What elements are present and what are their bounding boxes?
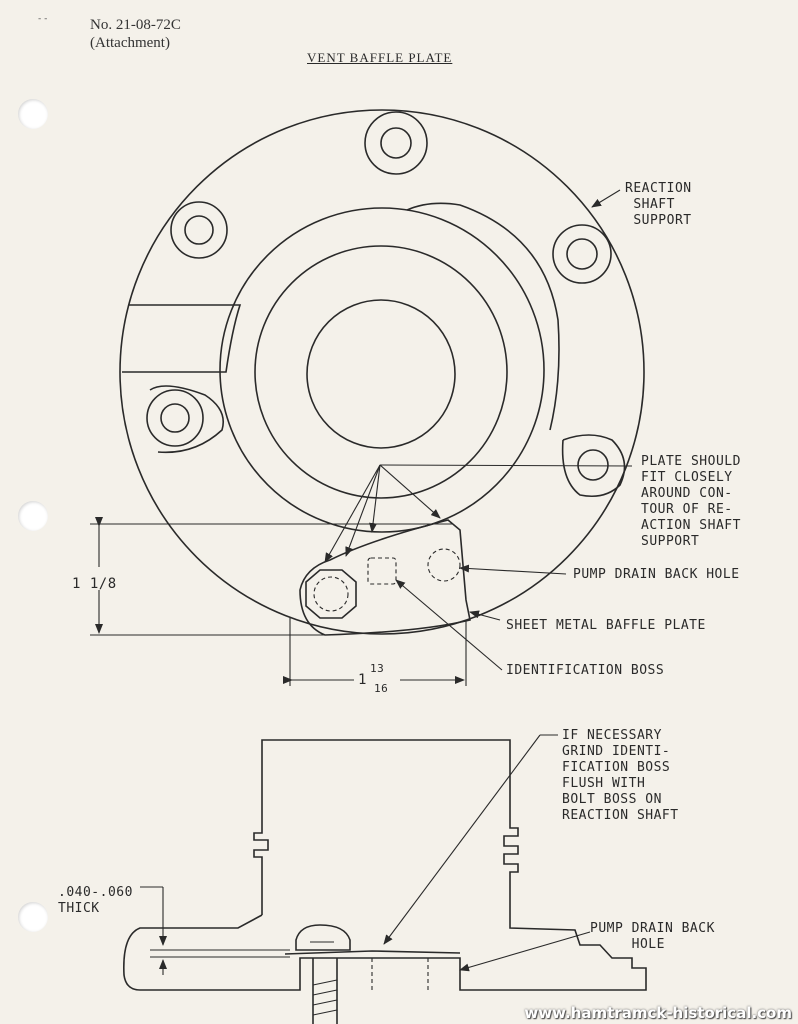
section-view [123, 734, 647, 1024]
watermark: www.hamtramck-historical.com [524, 1004, 792, 1022]
hub-section [253, 739, 519, 915]
hub-outer-ring [219, 207, 545, 533]
hub-middle-ring [254, 245, 508, 499]
diagram-title: VENT BAFFLE PLATE [307, 50, 453, 65]
thickness-dimension [140, 886, 290, 975]
top-view [90, 109, 645, 686]
baffle-plate-section [284, 950, 461, 955]
corner-mark: - - [38, 14, 48, 24]
binder-hole-middle [18, 501, 48, 531]
bolt-section [295, 924, 351, 951]
bolt-head [305, 569, 357, 619]
width-dimension-denominator: 16 [374, 682, 389, 695]
bolt-hole-left [146, 389, 204, 447]
binder-hole-top [18, 99, 48, 129]
sheet-metal-baffle-plate-label: SHEET METAL BAFFLE PLATE [506, 618, 706, 633]
height-dimension-label: 1 1/8 [72, 576, 117, 592]
identification-boss-label: IDENTIFICATION BOSS [506, 663, 665, 678]
pump-drain-back-hole-label: PUMP DRAIN BACK HOLE [573, 567, 740, 582]
bolt-hole-right [561, 434, 626, 498]
pump-drain-back-hole [427, 548, 461, 582]
thickness-label: .040-.060 THICK [58, 885, 133, 916]
flange-section [123, 914, 647, 991]
identification-boss [367, 557, 397, 585]
width-dimension-whole: 1 [358, 672, 367, 688]
flange-outline [119, 109, 645, 635]
hub-bore [306, 299, 456, 449]
bolt-hole-upper-left [170, 201, 228, 259]
width-dimension [283, 618, 467, 686]
fit-arrows [324, 464, 633, 563]
bolt-shank [313, 576, 349, 612]
grind-note: IF NECESSARY GRIND IDENTI- FICATION BOSS… [562, 728, 679, 823]
hub-collar [406, 202, 560, 431]
bolt-hole-top [364, 111, 428, 175]
left-boss-web [149, 385, 224, 454]
width-dimension-numerator: 13 [370, 662, 385, 675]
attachment-label: (Attachment) [90, 35, 170, 51]
plate-fit-note: PLATE SHOULD FIT CLOSELY AROUND CON- TOU… [641, 454, 741, 549]
bolt-thread [312, 958, 338, 1024]
reaction-shaft-support-label: REACTION SHAFT SUPPORT [625, 181, 692, 228]
document-number: No. 21-08-72C [90, 17, 181, 33]
left-rib [122, 304, 242, 373]
bolt-hole-upper-right [552, 224, 612, 284]
binder-hole-bottom [18, 902, 48, 932]
height-dimension [90, 517, 452, 636]
pump-drain-back-hole-section-label: PUMP DRAIN BACK HOLE [590, 921, 715, 952]
